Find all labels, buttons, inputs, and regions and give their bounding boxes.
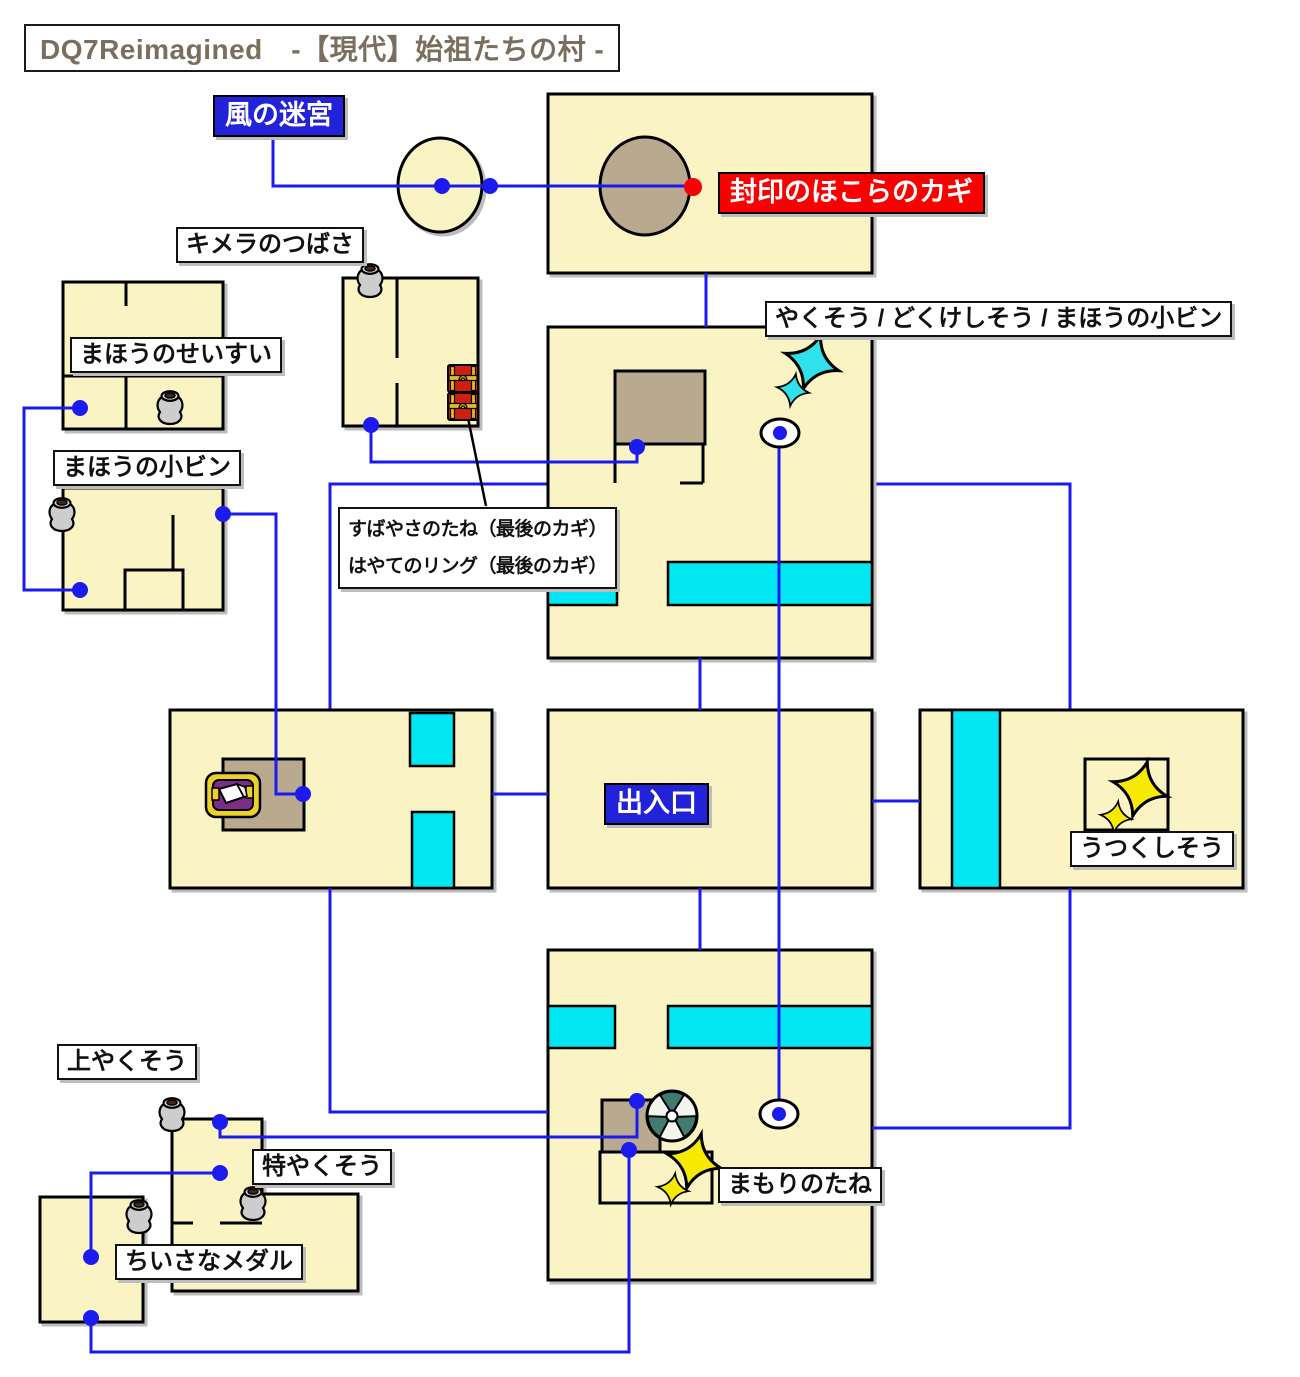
pot-icon (156, 390, 184, 426)
stairs-rect (950, 708, 1002, 890)
label-agility-seed: すばやさのたね（最後のカギ） (348, 519, 608, 540)
room-south-hall (546, 948, 874, 1282)
well-marker-icon (758, 1098, 800, 1130)
label-sealed-shrine-key: 封印のほこらのカギ (718, 172, 985, 214)
label-chimera-wing: キメラのつばさ (176, 227, 364, 264)
table-central (613, 369, 707, 446)
connection-dot (83, 1249, 99, 1265)
connection-line (872, 888, 1072, 1130)
connection-dot (83, 1310, 99, 1326)
red-chest-icon (447, 364, 479, 393)
connection-line (22, 406, 80, 592)
label-magic-small-bottle: まほうの小ビン (53, 450, 241, 487)
connection-dot (434, 178, 450, 194)
connection-dot (629, 439, 645, 455)
well-marker-icon (759, 417, 801, 449)
label-entrance: 出入口 (604, 783, 709, 825)
red-chest-icon (447, 392, 479, 421)
connection-line (328, 888, 548, 1114)
connection-dot (72, 400, 88, 416)
connection-dot (363, 417, 379, 433)
map-lines-over (22, 137, 1176, 1354)
pot-icon (48, 497, 76, 533)
pot-icon (356, 263, 384, 299)
room-entrance (546, 708, 874, 890)
connection-line (89, 1150, 631, 1354)
connection-dot (212, 1114, 228, 1130)
label-beauty-herb: うつくしそう (1070, 831, 1234, 868)
pointer-line (466, 417, 488, 507)
purple-chest-icon (204, 771, 262, 819)
label-hayate-ring: はやてのリング（最後のカギ） (348, 556, 608, 578)
stairs-rect (410, 810, 456, 890)
stairs-rect (546, 1004, 617, 1050)
connection-line (271, 137, 693, 188)
connection-line (223, 512, 303, 796)
label-final-key-items: すばやさのたね（最後のカギ） はやてのリング（最後のカギ） (338, 507, 618, 590)
stairs-rect (666, 560, 874, 607)
pot-icon (158, 1097, 186, 1133)
connection-dot (212, 1165, 228, 1181)
connection-dot (295, 786, 311, 802)
label-magic-holy-water: まほうのせいすい (70, 337, 282, 374)
label-wind-maze: 風の迷宮 (213, 95, 345, 137)
label-small-medal: ちいさなメダル (115, 1244, 303, 1281)
connection-line (89, 1171, 220, 1257)
connection-dot (72, 582, 88, 598)
pinwheel-icon (643, 1089, 701, 1143)
key-location-dot (684, 178, 702, 196)
pot-icon (239, 1186, 267, 1222)
alcove (123, 568, 185, 612)
label-herb-set: やくそう / どくけしそう / まほうの小ビン (765, 301, 1233, 338)
map-title: DQ7Reimagined -【現代】始祖たちの村 - (24, 24, 621, 72)
label-special-herb: 特やくそう (252, 1149, 392, 1186)
stairs-rect (666, 1004, 874, 1050)
pot-icon (125, 1199, 153, 1235)
label-superior-herb: 上やくそう (57, 1044, 197, 1081)
stairs-rect (408, 711, 456, 768)
room-central-hall (546, 325, 874, 660)
connection-dot (629, 1093, 645, 1109)
connection-dot (621, 1142, 637, 1158)
connection-dot (215, 506, 231, 522)
room-chimera (341, 276, 480, 428)
connection-dot (482, 178, 498, 194)
label-guard-seed: まもりのたね (718, 1167, 882, 1204)
